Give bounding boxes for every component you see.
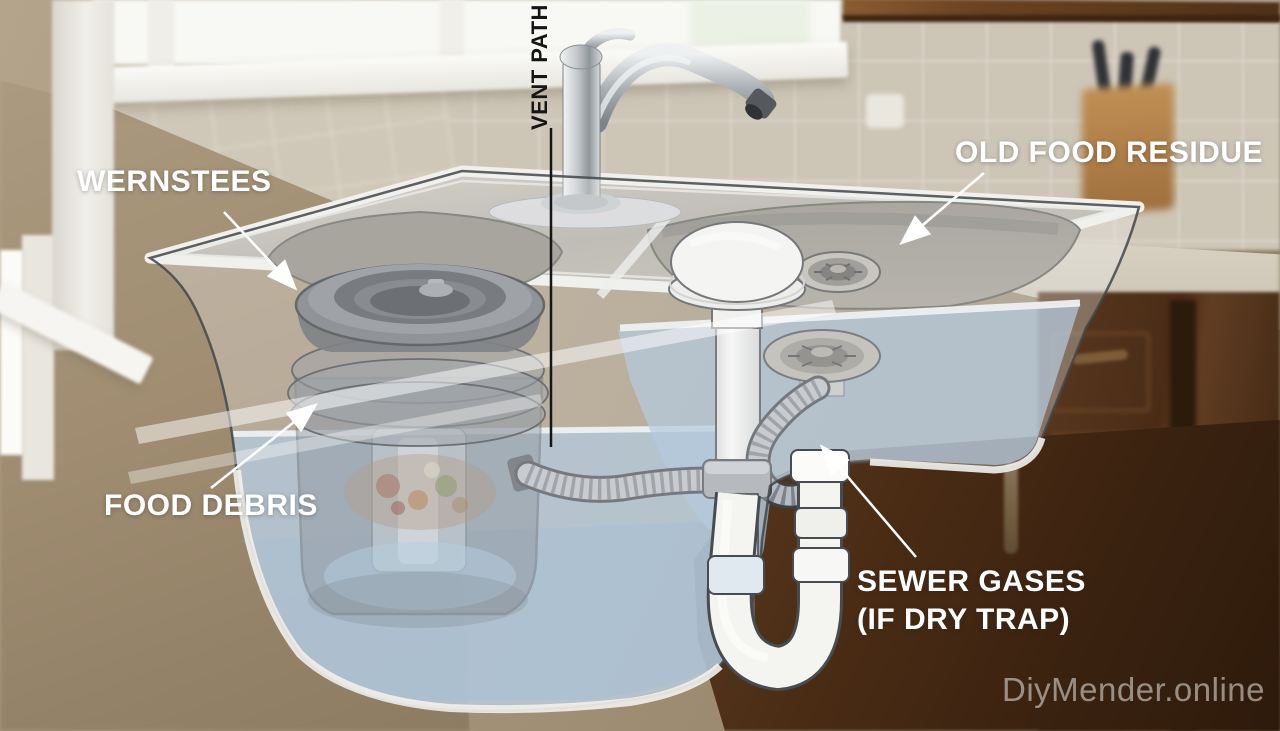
basin-divider xyxy=(596,213,672,299)
trap-coupler xyxy=(792,547,850,583)
air-gap-dome xyxy=(668,221,806,471)
glass-reflection xyxy=(128,394,543,484)
window-stile-left xyxy=(22,235,54,480)
upper-cabinet-shadow xyxy=(843,15,1280,22)
window-pane-greenery xyxy=(690,0,810,48)
label-strainer: WERNSTEES xyxy=(77,165,272,198)
trap-coupler xyxy=(794,507,848,539)
faucet-spout xyxy=(584,43,775,134)
waterline-right xyxy=(619,299,1081,332)
label-sewer-gases-line2: (IF DRY TRAP) xyxy=(857,603,1071,636)
p-trap xyxy=(706,449,850,692)
label-sewer-gases: SEWER GASES (IF DRY TRAP) xyxy=(857,563,1086,639)
label-sewer-gases-line1: SEWER GASES xyxy=(857,565,1086,598)
trap-coupler-tinted xyxy=(707,555,765,595)
trap-tee xyxy=(702,459,772,499)
faucet xyxy=(488,28,777,229)
corrugated-hose-disposal xyxy=(507,454,722,503)
window-frame-bar xyxy=(440,0,464,62)
corrugated-hose-drain xyxy=(745,375,831,509)
label-food-debris: FOOD DEBRIS xyxy=(104,489,318,522)
arrow-strainer xyxy=(223,211,298,291)
wall-outlet xyxy=(866,94,904,128)
label-vent-path: VENT PATH xyxy=(527,4,552,130)
arrow-sewer-gases xyxy=(819,444,917,558)
disposal-flange-strainer xyxy=(294,263,546,352)
disposal-water xyxy=(324,542,516,610)
right-basin-strainer xyxy=(795,251,881,293)
arrow-old-food-residue xyxy=(899,172,985,246)
faucet-aerator xyxy=(745,88,777,120)
cabinet-door-handle xyxy=(1004,462,1018,554)
window-frame-bar xyxy=(148,0,174,72)
trap-coupler xyxy=(790,449,850,483)
arrow-food-debris xyxy=(210,403,318,489)
sink-bottom-edge xyxy=(233,469,723,714)
food-debris-contents xyxy=(344,454,496,530)
window-casing-left xyxy=(52,0,114,350)
label-old-food-residue: OLD FOOD RESIDUE xyxy=(955,136,1264,169)
watermark: DiyMender.online xyxy=(1002,671,1265,708)
